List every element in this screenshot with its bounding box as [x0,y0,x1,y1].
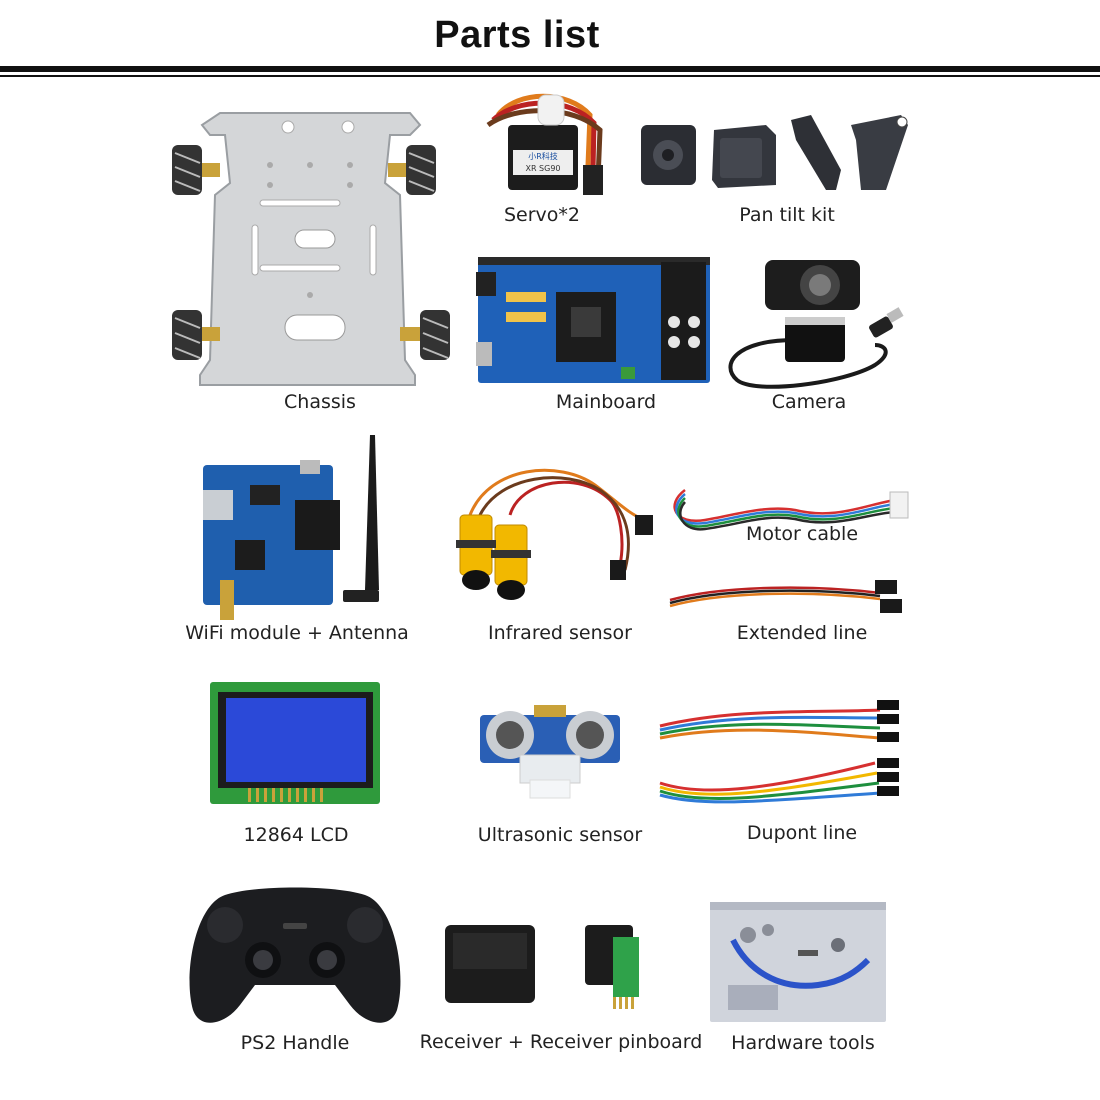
header-divider [0,66,1100,72]
extended-line-image [669,580,902,613]
page-title: Parts list [434,14,600,56]
dupont-line-image [659,700,899,804]
receiver-label: Receiver + Receiver pinboard [419,1031,703,1053]
motor-cable-label: Motor cable [745,523,859,545]
servo-logo-text: 小R科技 [528,151,558,161]
receiver-image [445,925,639,1009]
camera-label: Camera [771,391,847,413]
lcd-image [210,682,380,804]
ps2-handle-label: PS2 Handle [240,1032,350,1054]
hardware-tools-label: Hardware tools [731,1032,875,1054]
mainboard-label: Mainboard [555,391,657,413]
infrared-sensor-label: Infrared sensor [488,622,632,644]
motor-cable-image [673,489,909,531]
ultrasonic-sensor-label: Ultrasonic sensor [477,824,643,846]
infrared-sensor-image [456,468,653,600]
hardware-tools-image [710,902,886,1022]
extended-line-label: Extended line [736,622,868,644]
wifi-module-label: WiFi module + Antenna [185,622,409,644]
servo-label: Servo*2 [503,204,581,226]
chassis-image [172,112,450,386]
header-divider-thin [0,75,1100,77]
servo-image: 小R科技 XR SG90 [486,93,603,195]
lcd-label: 12864 LCD [243,824,349,846]
dupont-line-label: Dupont line [746,822,858,844]
wifi-module-image [203,435,379,620]
servo-model-text: XR SG90 [525,164,560,173]
chassis-label: Chassis [284,391,356,413]
camera-image [728,260,904,389]
mainboard-image [476,257,710,383]
ultrasonic-sensor-image [480,705,620,799]
pan-tilt-kit-image [641,115,908,190]
ps2-handle-image [189,887,401,1023]
pan-tilt-kit-label: Pan tilt kit [739,204,835,226]
